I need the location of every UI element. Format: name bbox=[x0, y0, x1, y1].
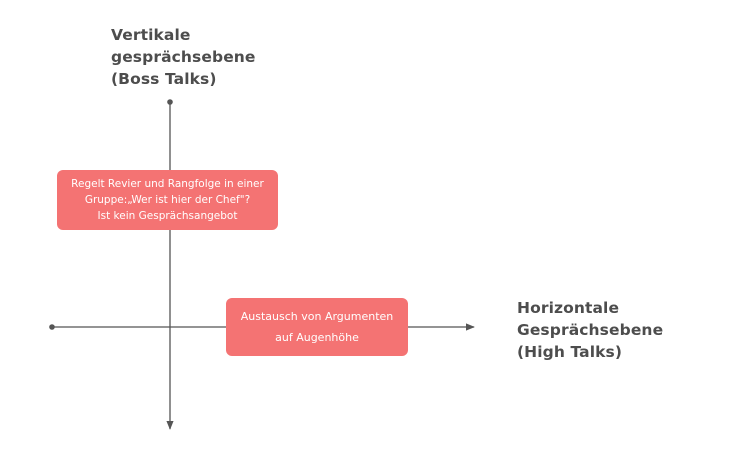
vertical-level-note-box: Regelt Revier und Rangfolge in einer Gru… bbox=[57, 170, 278, 230]
horizontal-level-note-box: Austausch von Argumenten auf Augenhöhe bbox=[226, 298, 408, 356]
horizontal-axis-label: Horizontale Gesprächsebene (High Talks) bbox=[517, 299, 664, 361]
horizontal-axis-origin-dot bbox=[49, 324, 55, 330]
vertical-axis-origin-dot bbox=[167, 99, 173, 105]
vertical-axis-label: Vertikale gesprächsebene (Boss Talks) bbox=[111, 26, 256, 88]
